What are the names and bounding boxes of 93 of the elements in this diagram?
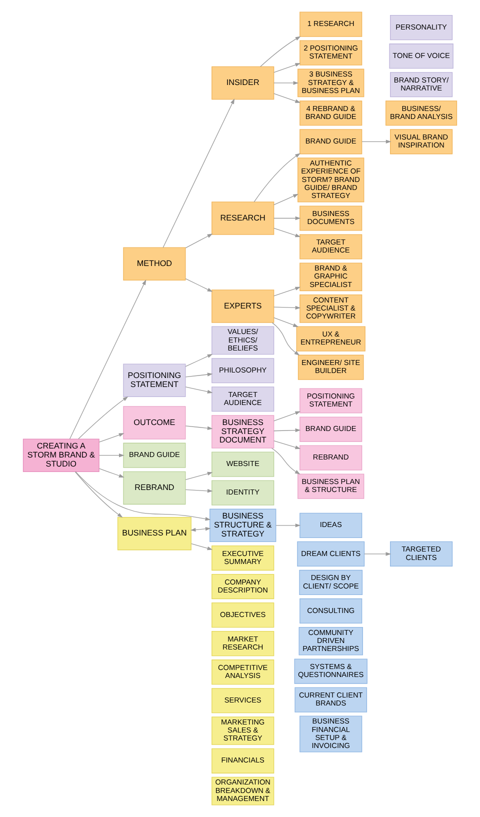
arrow [185,386,213,394]
arrow [274,93,301,103]
node-box: VISUAL BRAND INSPIRATION [390,129,453,154]
arrow [274,194,299,206]
arrow [274,228,301,238]
arrow [190,543,213,550]
node-box: BUSINESS PLAN & STRUCTURE [298,474,364,499]
node-box: CREATING A STORM BRAND & STUDIO [22,438,100,472]
arrow [260,36,301,67]
arrow [74,472,123,518]
node-box: 1 RESEARCH [300,12,362,37]
arrow [190,526,211,532]
arrow [274,286,301,296]
arrow [274,428,301,432]
arrow [69,280,146,440]
node-box: SERVICES [212,688,274,714]
arrow [271,448,300,474]
arrow [98,468,124,478]
arrow [274,317,299,327]
node-box: 4 REBRAND & BRAND GUIDE [300,100,362,126]
node-box: INSIDER [212,66,274,100]
node-box: COMPANY DESCRIPTION [212,574,274,600]
node-box: WEBSITE [212,452,274,477]
node-box: BUSINESS STRUCTURE & STRATEGY [210,508,276,542]
node-box: OUTCOME [123,406,186,440]
arrow [185,426,213,430]
node-box: POSITIONING STATEMENT [300,388,362,414]
node-box: POSITIONING STATEMENT [123,364,186,397]
node-box: PERSONALITY [390,15,453,40]
arrow [274,306,301,310]
node-box: IDENTITY [212,480,274,506]
node-box: OBJECTIVES [212,602,274,628]
node-box: 3 BUSINESS STRATEGY & BUSINESS PLAN [298,68,364,98]
node-box: CURRENT CLIENT BRANDS [294,687,368,712]
arrow [274,216,301,220]
node-box: TARGETED CLIENTS [390,541,453,566]
node-box: BRAND GUIDE [300,129,362,154]
arrow [364,552,392,556]
node-box: MARKETING SALES & STRATEGY [212,716,274,745]
node-box: BUSINESS STRATEGY DOCUMENT [212,415,274,448]
arrow [98,453,124,458]
arrow [162,98,235,248]
node-box: REBRAND [300,445,362,470]
arrow [185,372,213,378]
node-box: TONE OF VOICE [389,44,454,69]
node-box: RESEARCH [212,202,274,235]
node-box: DREAM CLIENTS [297,541,365,566]
arrow [75,471,211,521]
node-box: TARGET AUDIENCE [212,386,274,412]
arrow [185,354,213,367]
node-box: METHOD [123,247,186,280]
arrow [254,153,301,202]
node-box: SYSTEMS & QUESTIONNAIRES [294,658,368,684]
arrow [185,234,213,248]
node-box: BRAND GUIDE [300,416,362,442]
node-box: AUTHENTIC EXPERIENCE OF STORM? BRAND GUIDE/ BRAND STRATEGY [298,158,364,202]
node-box: ORGANIZATION BREAKDOWN & MANAGEMENT [212,776,274,806]
arrow [274,411,301,422]
node-box: COMMUNITY DRIVEN PARTNERSHIPS [298,626,363,656]
arrow [274,81,299,85]
node-box: MARKET RESEARCH [212,631,274,656]
node-box: CONTENT SPECIALIST & COPYWRITER [300,294,362,323]
arrow [272,322,300,356]
node-box: 2 POSITIONING STATEMENT [300,40,362,66]
node-box: UX & ENTREPRENEUR [296,326,366,352]
arrow [276,524,301,528]
node-box: IDEAS [300,512,362,538]
node-box: BRAND GUIDE [123,442,186,468]
node-box: BRAND & GRAPHIC SPECIALIST [300,262,362,292]
arrow [185,489,213,493]
arrow [78,396,128,440]
arrow [362,140,392,144]
node-box: FINANCIALS [212,748,274,774]
node-box: DESIGN BY CLIENT/ SCOPE [299,570,363,595]
node-box: BUSINESS FINANCIAL SETUP & INVOICING [300,716,362,752]
node-box: BUSINESS PLAN [117,516,192,550]
node-box: EXECUTIVE SUMMARY [212,545,274,571]
arrow [185,278,213,292]
node-box: COMPETITIVE ANALYSIS [212,660,274,685]
node-box: EXPERTS [212,290,274,323]
arrow [274,63,301,73]
node-box: CONSULTING [300,598,362,624]
node-box: TARGET AUDIENCE [300,234,362,260]
node-box: REBRAND [123,471,186,505]
node-box: PHILOSOPHY [212,358,274,384]
node-box: VALUES/ ETHICS/ BELIEFS [212,326,274,355]
arrow [274,440,301,450]
node-box: BUSINESS/ BRAND ANALYSIS [386,100,458,126]
node-box: BRAND STORY/ NARRATIVE [390,72,453,98]
arrow [98,433,124,442]
node-box: ENGINEER/ SITE BUILDER [298,354,364,380]
arrow [185,472,213,480]
node-box: BUSINESS DOCUMENTS [300,206,362,231]
